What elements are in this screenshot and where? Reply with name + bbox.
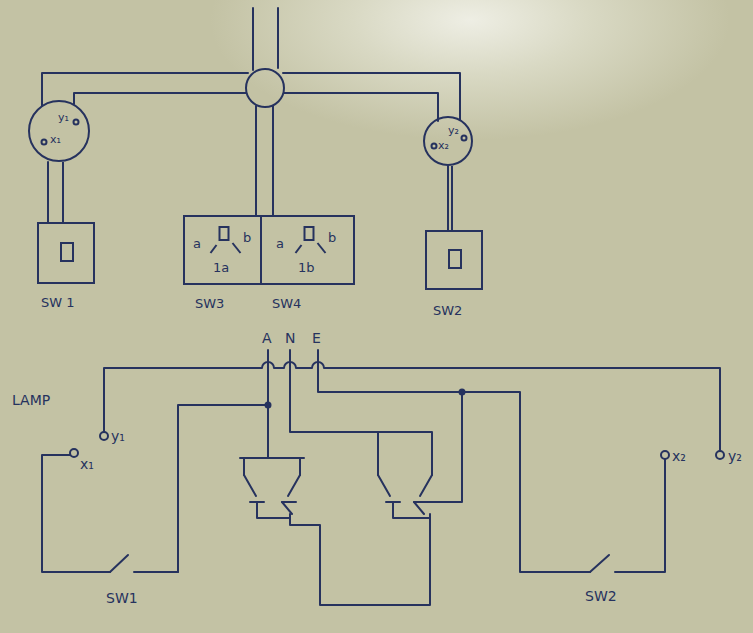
cable (451, 166, 453, 230)
terminal-label: x₂ (438, 140, 449, 153)
terminal-label: A (262, 330, 272, 346)
terminal-label: y₁ (111, 428, 125, 444)
ceiling-rose: x₂ y₂ (423, 116, 473, 166)
rose-outline (28, 100, 90, 162)
terminal-label: x₂ (672, 448, 686, 464)
cable (62, 162, 64, 222)
terminal-label: 1a (213, 261, 229, 276)
switch-box: SW 1 (37, 222, 95, 284)
socket-outlet: ab1bSW4 (260, 215, 355, 285)
socket-outlet: ab1aSW3 (183, 215, 262, 285)
terminal-label: y₂ (728, 448, 742, 464)
switch-label: SW3 (195, 297, 224, 312)
terminal-label: x₁ (80, 456, 94, 472)
terminal-label: 1b (298, 261, 315, 276)
terminal-label: b (243, 231, 251, 246)
switch-label: SW2 (585, 588, 617, 604)
terminal-label: y₁ (58, 112, 69, 125)
circuit-wires (42, 350, 724, 605)
switch-label: SW1 (106, 590, 138, 606)
terminal-label: N (285, 330, 295, 346)
switch-box: SW2 (425, 230, 483, 290)
terminal-label: b (328, 231, 336, 246)
ceiling-rose: x₁ y₁ (28, 100, 90, 162)
cable-runs (42, 8, 460, 230)
switch-label: SW2 (433, 304, 462, 319)
terminal-label: a (276, 237, 284, 252)
switch-label: SW4 (272, 297, 301, 312)
terminal-label: y₂ (448, 125, 459, 138)
terminal-label: a (193, 237, 201, 252)
accessory-symbol (39, 224, 93, 282)
lamp-label: LAMP (12, 392, 50, 408)
switch-label: SW 1 (41, 296, 75, 311)
accessory-symbol (427, 232, 481, 288)
terminal-label: E (312, 330, 321, 346)
terminal-label: x₁ (50, 134, 61, 147)
